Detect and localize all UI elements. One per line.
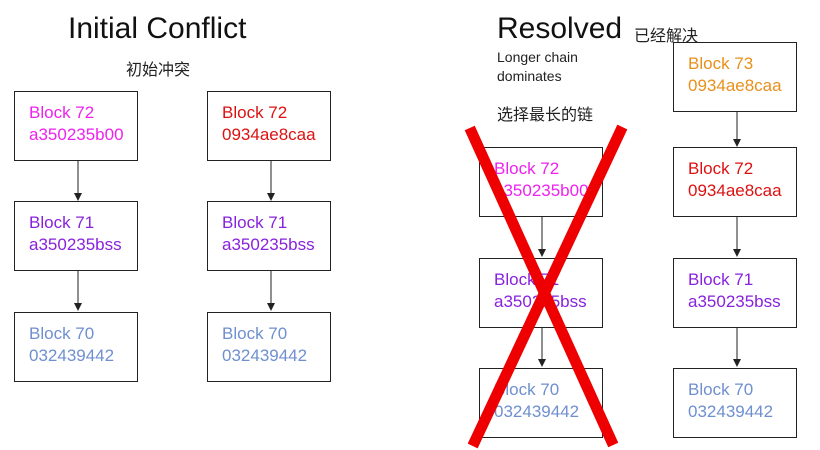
block-72-winner: Block 72 0934ae8caa — [673, 147, 797, 217]
block-hash: 032439442 — [688, 402, 774, 421]
block-71-winner: Block 71 a350235bss — [673, 258, 797, 328]
longer-chain-note: Longer chain dominates — [497, 49, 578, 84]
cross-stroke-right — [467, 124, 628, 449]
block-70-winner: Block 70 032439442 — [673, 368, 797, 438]
block-label: Block 71 — [688, 270, 754, 289]
longer-chain-note-cn: 选择最长的链 — [497, 105, 594, 124]
block-label: Block 70 — [222, 324, 288, 343]
block-hash: 0934ae8caa — [688, 181, 782, 200]
block-73-winner: Block 73 0934ae8caa — [673, 42, 797, 112]
block-71-left-a: Block 71 a350235bss — [14, 201, 138, 271]
initial-conflict-subtitle: 初始冲突 — [126, 60, 191, 79]
block-hash: 032439442 — [494, 402, 580, 421]
block-hash: 032439442 — [222, 346, 308, 365]
block-label: Block 72 — [29, 103, 95, 122]
block-hash: a350235bss — [29, 235, 122, 254]
resolved-title: Resolved — [497, 12, 623, 45]
block-hash: a350235b00 — [494, 181, 589, 200]
block-71-left-b: Block 71 a350235bss — [207, 201, 331, 271]
block-70-left-a: Block 70 032439442 — [14, 312, 138, 382]
block-hash: a350235bss — [222, 235, 315, 254]
resolved-subtitle: 已经解决 — [634, 26, 699, 45]
block-label: Block 71 — [222, 213, 288, 232]
block-label: Block 72 — [222, 103, 288, 122]
block-hash: 0934ae8caa — [688, 76, 782, 95]
block-label: Block 72 — [688, 159, 754, 178]
block-label: Block 73 — [688, 54, 754, 73]
block-72-left-a: Block 72 a350235b00 — [14, 91, 138, 161]
block-label: Block 71 — [29, 213, 95, 232]
block-label: Block 72 — [494, 159, 560, 178]
block-hash: a350235b00 — [29, 125, 124, 144]
block-72-left-b: Block 72 0934ae8caa — [207, 91, 331, 161]
block-label: Block 70 — [688, 380, 754, 399]
block-70-left-b: Block 70 032439442 — [207, 312, 331, 382]
block-label: Block 70 — [29, 324, 95, 343]
block-hash: 032439442 — [29, 346, 115, 365]
initial-conflict-title: Initial Conflict — [68, 12, 247, 45]
block-label: Block 70 — [494, 380, 560, 399]
block-hash: a350235bss — [688, 292, 781, 311]
block-hash: 0934ae8caa — [222, 125, 316, 144]
